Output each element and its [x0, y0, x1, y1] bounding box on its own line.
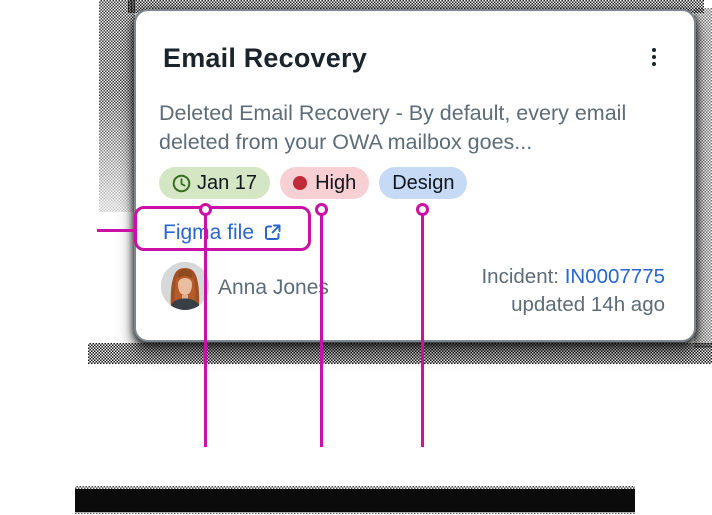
- shadow-noise-left: [99, 0, 135, 212]
- shadow-noise-bottom: [88, 343, 712, 364]
- annotation-pointer-line-left: [97, 229, 136, 232]
- figma-file-link-label: Figma file: [163, 221, 255, 244]
- incident-meta: Incident: IN0007775 updated 14h ago: [481, 263, 665, 319]
- due-date-badge: Jan 17: [159, 167, 271, 199]
- incident-id-link[interactable]: IN0007775: [564, 265, 665, 288]
- shadow-noise-right: [694, 8, 712, 348]
- shadow-artifact-bar: [75, 489, 635, 512]
- assignee-name: Anna Jones: [218, 276, 329, 299]
- tag-badge: Design: [379, 167, 468, 199]
- kebab-menu-button[interactable]: [644, 41, 664, 73]
- badge-row: Jan 17 High Design: [159, 167, 468, 199]
- figma-file-link[interactable]: Figma file: [163, 221, 282, 245]
- assignee-avatar: [161, 262, 209, 310]
- priority-dot-icon: [293, 176, 308, 190]
- incident-line: Incident: IN0007775: [481, 263, 665, 291]
- external-link-icon: [263, 223, 282, 242]
- incident-label: Incident:: [481, 265, 565, 288]
- priority-badge: High: [280, 167, 370, 199]
- card-description: Deleted Email Recovery - By default, eve…: [159, 101, 627, 154]
- kebab-icon: [652, 62, 656, 66]
- kebab-icon: [652, 48, 656, 52]
- task-card: Email Recovery Deleted Email Recovery - …: [134, 9, 696, 342]
- priority-label: High: [315, 171, 357, 194]
- clock-icon: [172, 174, 191, 193]
- tag-label: Design: [392, 171, 455, 194]
- updated-timestamp: updated 14h ago: [511, 293, 665, 316]
- kebab-icon: [652, 55, 656, 59]
- due-date-label: Jan 17: [197, 171, 258, 194]
- card-title: Email Recovery: [163, 43, 367, 73]
